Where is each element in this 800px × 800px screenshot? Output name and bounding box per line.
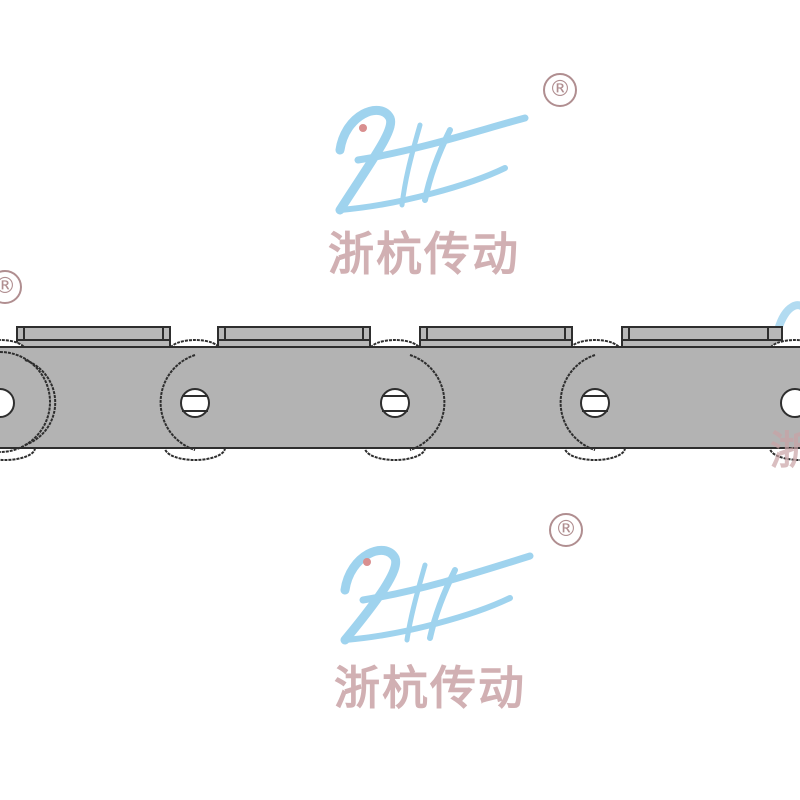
watermark-wordmark-edge: 浙 <box>770 428 800 474</box>
logo-swan-icon-top <box>335 105 529 215</box>
registered-mark-bottom: ® <box>549 513 583 547</box>
logo-swan-icon-bottom <box>340 545 534 645</box>
watermark-wordmark-bottom: 浙杭传动 <box>334 661 526 715</box>
watermark-wordmark-top: 浙杭传动 <box>328 227 520 281</box>
pin-holes <box>0 388 800 418</box>
chain <box>0 326 800 461</box>
link-outlines <box>0 351 596 453</box>
registered-mark-top: ® <box>543 73 577 107</box>
